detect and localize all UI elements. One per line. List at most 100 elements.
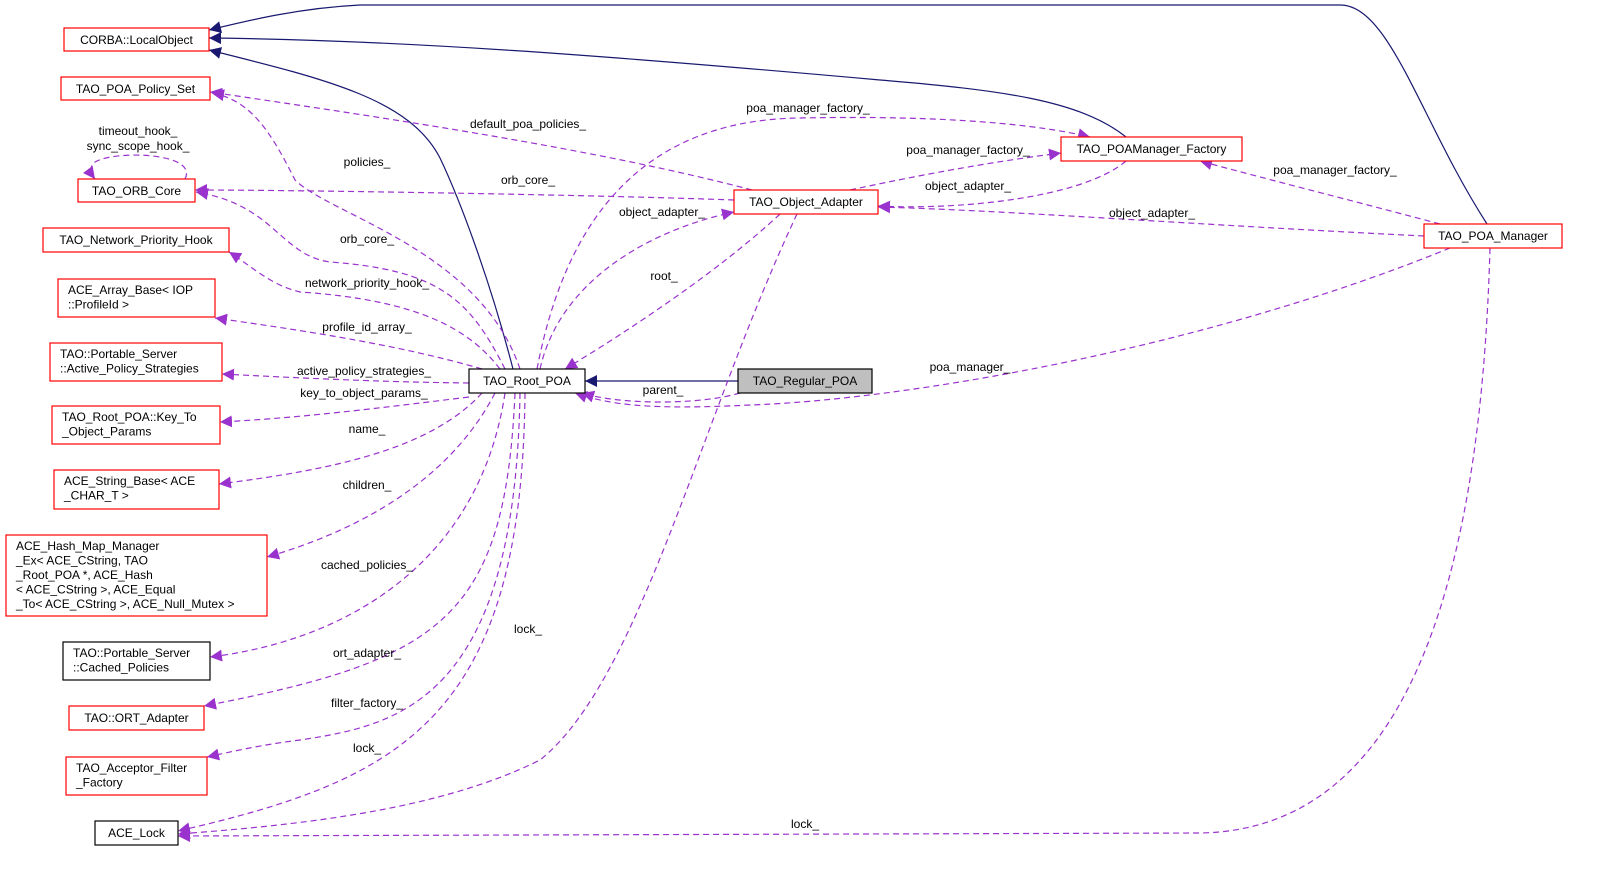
inheritance-arrow xyxy=(208,32,1127,138)
node-label: TAO_POA_Policy_Set xyxy=(76,82,196,96)
edge-rootpoa-to-acelock: lock_ xyxy=(177,392,526,835)
edge-poamgr-to-corba xyxy=(208,4,1488,225)
class-node-strbase[interactable]: ACE_String_Base< ACE_CHAR_T > xyxy=(53,469,220,510)
edge-label: poa_manager_ xyxy=(930,360,1011,374)
node-label: TAO_Network_Priority_Hook xyxy=(59,233,213,247)
edge-label: root_ xyxy=(650,269,678,283)
edge-objadapter-to-orbcore: orb_core_ xyxy=(194,173,735,201)
node-box xyxy=(57,278,216,318)
edge-rootpoa-to-aps: active_policy_strategies_ xyxy=(221,364,470,384)
node-box xyxy=(733,189,879,215)
edge-rootpoa-to-ort: ort_adapter_ xyxy=(203,392,516,710)
usage-arrow xyxy=(581,390,741,403)
class-node-acelock[interactable]: ACE_Lock xyxy=(94,820,179,846)
node-box xyxy=(60,76,211,101)
edge-label: children_ xyxy=(343,478,392,492)
node-label: TAO::Portable_Server::Active_Policy_Stra… xyxy=(60,347,199,376)
edge-poamgr-to-acelock: lock_ xyxy=(177,247,1491,842)
edge-poamf-to-objadapter: object_adapter_ xyxy=(877,160,1127,213)
edge-label: object_adapter_ xyxy=(619,205,705,219)
edge-label: name_ xyxy=(349,422,386,436)
edge-regular-to-rootpoa: parent_ xyxy=(581,383,741,403)
class-node-poamgr[interactable]: TAO_POA_Manager xyxy=(1423,223,1563,249)
edge-poamgr-to-poamf: poa_manager_factory_ xyxy=(1199,158,1441,225)
class-node-acceptor[interactable]: TAO_Acceptor_Filter_Factory xyxy=(65,756,208,796)
usage-arrow xyxy=(209,392,506,662)
class-node-rootpoa[interactable]: TAO_Root_POA xyxy=(468,368,586,394)
usage-arrow xyxy=(877,160,1127,213)
inheritance-arrow xyxy=(208,47,514,370)
node-label: ACE_Array_Base< IOP::ProfileId > xyxy=(68,283,193,312)
node-box xyxy=(49,342,223,382)
usage-arrow xyxy=(219,396,470,428)
edge-label: timeout_hook_sync_scope_hook_ xyxy=(87,124,190,153)
edge-label: ort_adapter_ xyxy=(333,646,401,660)
node-box xyxy=(5,534,268,617)
edge-label: parent_ xyxy=(643,383,684,397)
class-node-cachedpol[interactable]: TAO::Portable_Server::Cached_Policies xyxy=(62,641,211,681)
edge-rootpoa-to-poamf: poa_manager_factory_ xyxy=(536,101,1091,370)
usage-arrow xyxy=(228,251,501,370)
edge-rootpoa-to-hashmap: children_ xyxy=(266,392,496,560)
usage-arrow xyxy=(177,392,526,835)
edge-poamf-to-corba xyxy=(208,32,1127,138)
edge-label: object_adapter_ xyxy=(1109,206,1195,220)
node-box xyxy=(94,820,179,846)
class-node-orbcore[interactable]: TAO_ORB_Core xyxy=(77,178,196,203)
edge-label: active_policy_strategies_ xyxy=(297,364,431,378)
node-box xyxy=(53,469,220,510)
class-node-keyto[interactable]: TAO_Root_POA::Key_To_Object_Params xyxy=(51,405,221,445)
node-box xyxy=(63,27,210,52)
edge-label: lock_ xyxy=(514,622,542,636)
class-node-regular[interactable]: TAO_Regular_POA xyxy=(737,368,873,394)
edge-label: orb_core_ xyxy=(501,173,555,187)
edge-objadapter-to-policyset: default_poa_policies_ xyxy=(209,87,753,191)
usage-arrow xyxy=(83,154,188,180)
usage-arrow xyxy=(877,201,1425,237)
class-node-nethook[interactable]: TAO_Network_Priority_Hook xyxy=(42,227,230,253)
usage-arrow xyxy=(221,368,470,384)
usage-arrow xyxy=(1199,158,1441,225)
class-node-hashmap[interactable]: ACE_Hash_Map_Manager_Ex< ACE_CString, TA… xyxy=(5,534,268,617)
class-node-aps[interactable]: TAO::Portable_Server::Active_Policy_Stra… xyxy=(49,342,223,382)
node-label: CORBA::LocalObject xyxy=(80,33,193,47)
edge-label: cached_policies_ xyxy=(321,558,413,572)
usage-arrow xyxy=(203,392,516,710)
edge-label: poa_manager_factory_ xyxy=(906,143,1030,157)
class-node-arraybase[interactable]: ACE_Array_Base< IOP::ProfileId > xyxy=(57,278,216,318)
usage-arrow xyxy=(214,313,483,370)
edge-label: poa_manager_factory_ xyxy=(746,101,870,115)
node-label: TAO_Root_POA::Key_To_Object_Params xyxy=(61,410,197,439)
edge-label: profile_id_array_ xyxy=(322,320,412,334)
usage-arrow xyxy=(211,89,521,370)
node-label: TAO_POAManager_Factory xyxy=(1077,142,1227,156)
node-label: TAO_Object_Adapter xyxy=(749,195,863,209)
edge-rootpoa-to-objadapter: object_adapter_ xyxy=(539,205,735,370)
edge-rootpoa-to-keyto: key_to_object_params_ xyxy=(219,386,470,428)
usage-arrow xyxy=(574,247,1451,408)
class-node-poamf[interactable]: TAO_POAManager_Factory xyxy=(1060,136,1243,162)
edge-label: orb_core_ xyxy=(340,232,394,246)
edge-label: filter_factory_ xyxy=(331,696,403,710)
edge-rootpoa-to-orbcore: orb_core_ xyxy=(195,188,506,370)
usage-arrow xyxy=(206,392,521,761)
class-node-corba[interactable]: CORBA::LocalObject xyxy=(63,27,210,52)
edge-objadapter-to-rootpoa: root_ xyxy=(564,213,781,370)
node-box xyxy=(468,368,586,394)
edge-rootpoa-to-nethook: network_priority_hook_ xyxy=(228,251,501,370)
class-node-policyset[interactable]: TAO_POA_Policy_Set xyxy=(60,76,211,101)
edge-rootpoa-to-acceptor: filter_factory_ xyxy=(206,392,521,761)
class-node-ort[interactable]: TAO::ORT_Adapter xyxy=(68,705,205,731)
node-box xyxy=(1060,136,1243,162)
usage-arrow xyxy=(177,213,798,840)
node-label: ACE_Lock xyxy=(108,826,166,840)
edge-label: lock_ xyxy=(353,741,381,755)
node-box xyxy=(62,641,211,681)
node-label: TAO::ORT_Adapter xyxy=(84,711,188,725)
usage-arrow xyxy=(564,213,781,370)
edge-label: policies_ xyxy=(344,155,391,169)
class-node-objadapter[interactable]: TAO_Object_Adapter xyxy=(733,189,879,215)
edge-rootpoa-to-corba xyxy=(208,47,514,370)
edge-objadapter-to-poamf: poa_manager_factory_ xyxy=(849,143,1062,191)
